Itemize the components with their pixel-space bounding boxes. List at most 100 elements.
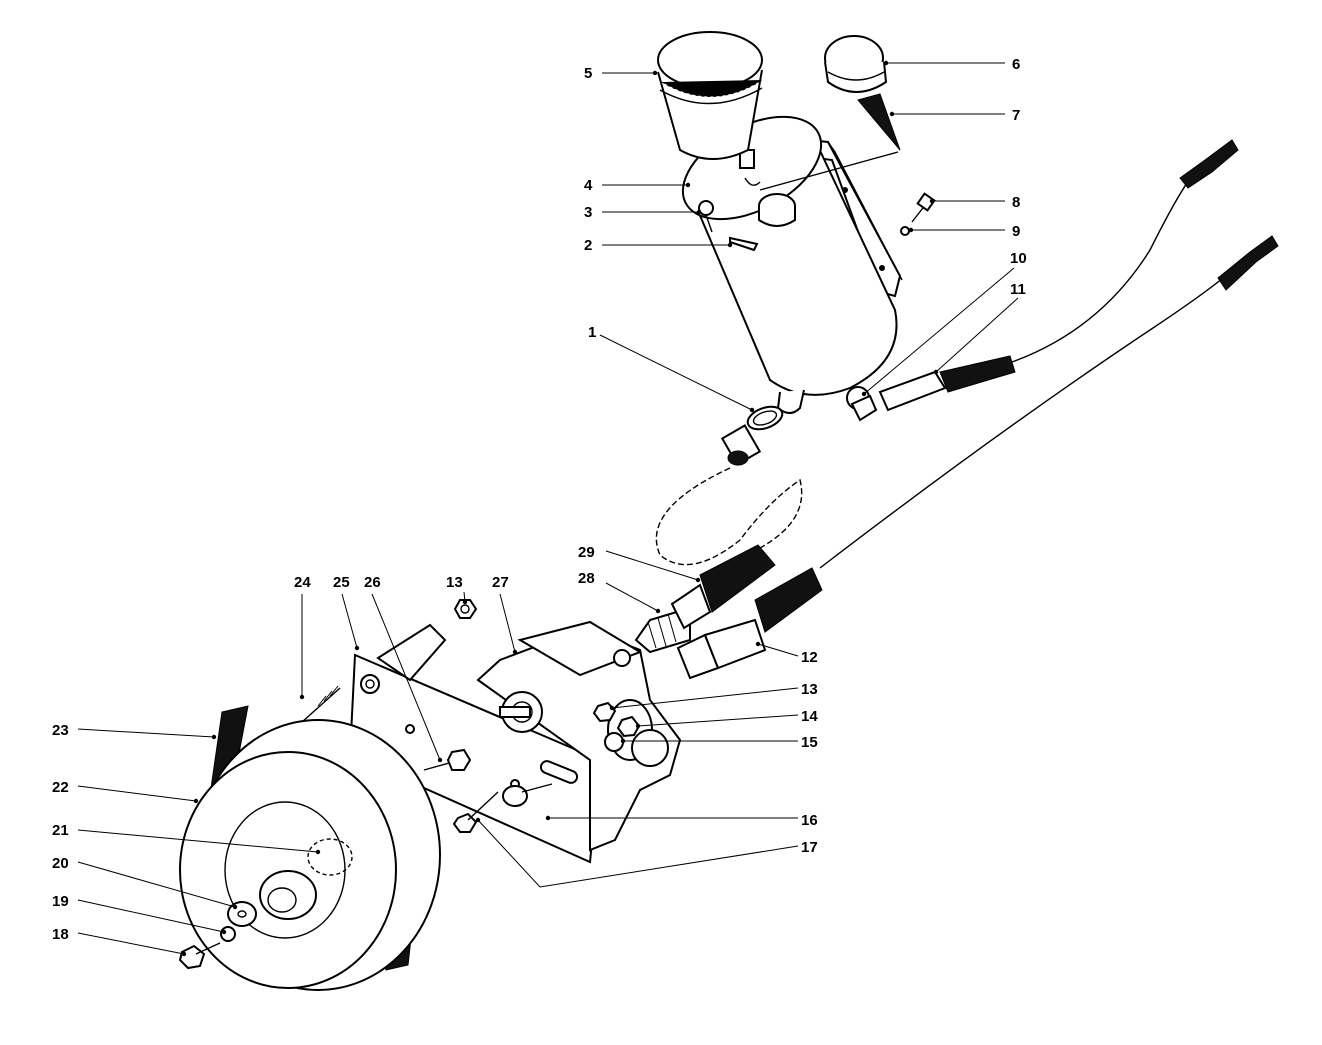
lower-hose	[819, 271, 1231, 569]
leader-line-13l	[611, 687, 799, 709]
callout-4: 4	[584, 177, 593, 194]
callout-23: 23	[52, 722, 69, 739]
leader-line-11	[935, 297, 1019, 373]
leader-line-28	[605, 582, 659, 612]
callout-leaders	[77, 60, 1019, 957]
leader-dot-25	[354, 645, 360, 651]
leader-dot-24	[299, 694, 305, 700]
callout-20: 20	[52, 855, 69, 872]
callout-24: 24	[294, 574, 311, 591]
callout-14: 14	[801, 708, 818, 725]
callout-21: 21	[52, 822, 69, 839]
leader-dot-23	[211, 734, 217, 740]
part-7-dipstick	[759, 93, 901, 191]
leader-line-10	[863, 267, 1015, 395]
part-11-hose-end	[878, 355, 1016, 412]
leader-dot-10	[861, 391, 867, 397]
part-2-pin	[729, 236, 759, 252]
part-9-washer	[900, 226, 910, 236]
leader-dot-9	[908, 227, 914, 233]
leader-line-18	[77, 932, 185, 955]
leader-dot-5	[652, 70, 658, 76]
part-18-bolt	[178, 942, 221, 970]
leader-dot-12	[755, 641, 761, 647]
callout-18: 18	[52, 926, 69, 943]
callout-3: 3	[584, 204, 592, 221]
leader-line-25	[341, 593, 358, 649]
leader-dot-16	[545, 815, 551, 821]
callout-labels: 1 2 3 4 5 6 7 8 9 10 11 12 13 13 14 15 1…	[52, 56, 1027, 943]
leader-dot-8	[929, 198, 935, 204]
part-21-key	[307, 838, 353, 876]
part-3-screw	[698, 200, 714, 233]
leader-dot-21	[315, 849, 321, 855]
part-20-washer	[227, 901, 257, 927]
part-29-hose	[670, 544, 776, 630]
callout-13-lower: 13	[801, 681, 818, 698]
leader-dot-20	[232, 904, 238, 910]
leader-line-26	[371, 593, 441, 761]
callout-7: 7	[1012, 107, 1020, 124]
leader-line-17	[477, 819, 799, 888]
part-26-stud	[423, 748, 472, 771]
part-12-hose	[676, 567, 823, 680]
leader-line-20	[77, 861, 236, 908]
part-10-elbow	[846, 386, 878, 422]
callout-19: 19	[52, 893, 69, 910]
leader-line-1	[599, 334, 753, 411]
part-6-cap	[824, 35, 888, 93]
leader-dot-1	[749, 407, 755, 413]
callout-16: 16	[801, 812, 818, 829]
leader-line-23	[77, 728, 215, 738]
lower-hose-end-fitting	[1217, 235, 1279, 291]
callout-13-upper: 13	[446, 574, 463, 591]
part-5-filter	[657, 31, 763, 160]
leader-line-29	[605, 550, 699, 581]
leader-line-27	[499, 593, 516, 653]
callout-8: 8	[1012, 194, 1020, 211]
part-8-bolt	[911, 192, 936, 223]
leader-dot-27	[512, 649, 518, 655]
callout-22: 22	[52, 779, 69, 796]
leader-line-12	[757, 643, 799, 657]
callout-29: 29	[578, 544, 595, 561]
callout-11: 11	[1010, 281, 1026, 298]
leader-dot-29	[695, 577, 701, 583]
callout-27: 27	[492, 574, 509, 591]
upper-hose	[1011, 171, 1196, 363]
part-13-nut-lower	[592, 701, 617, 723]
callout-10: 10	[1010, 250, 1027, 267]
leader-dot-7	[889, 111, 895, 117]
upper-hose-end-fitting	[1179, 139, 1239, 189]
callout-9: 9	[1012, 223, 1020, 240]
leader-dot-2	[727, 242, 733, 248]
callout-15: 15	[801, 734, 818, 751]
callout-2: 2	[584, 237, 592, 254]
leader-dot-4	[685, 182, 691, 188]
leader-dot-15	[620, 738, 626, 744]
callout-12: 12	[801, 649, 818, 666]
leader-dot-13l	[609, 705, 615, 711]
leader-dot-28	[655, 608, 661, 614]
callout-28: 28	[578, 570, 595, 587]
leader-dot-11	[933, 369, 939, 375]
part-17-bolt	[452, 791, 499, 833]
callout-25: 25	[333, 574, 350, 591]
hose-loop	[655, 467, 803, 566]
callout-6: 6	[1012, 56, 1020, 73]
leader-line-14	[637, 714, 799, 727]
leader-line-21	[77, 829, 319, 853]
leader-dot-17	[475, 817, 481, 823]
leader-dot-26	[437, 757, 443, 763]
part-15-washer	[604, 732, 624, 752]
leader-dot-13u	[462, 599, 468, 605]
leader-line-19	[77, 899, 225, 933]
leader-dot-6	[883, 60, 889, 66]
leader-line-22	[77, 785, 197, 802]
callout-1: 1	[588, 324, 596, 341]
callout-5: 5	[584, 65, 592, 82]
part-14-nut	[616, 715, 641, 738]
leader-dot-19	[221, 929, 227, 935]
leader-dot-3	[696, 209, 702, 215]
